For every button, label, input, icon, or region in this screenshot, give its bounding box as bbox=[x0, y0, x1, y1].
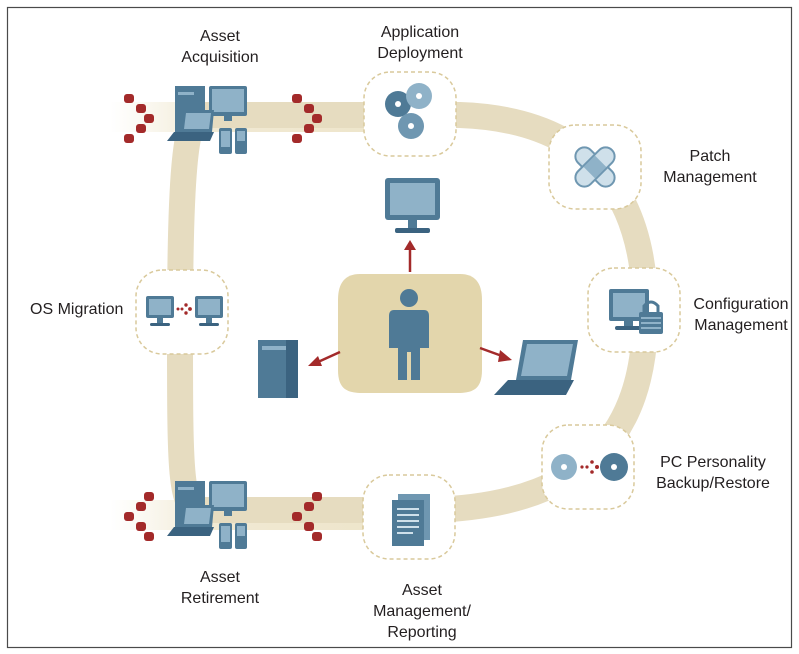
retirement-red-markers-left bbox=[124, 492, 154, 541]
node-os-migration bbox=[135, 269, 229, 355]
acquisition-red-markers-right bbox=[292, 94, 322, 143]
arrow-right bbox=[479, 346, 512, 362]
monitor-lock-icon bbox=[609, 289, 663, 334]
computers-group-icon bbox=[167, 86, 247, 154]
laptop-icon bbox=[494, 340, 578, 395]
bandage-icon bbox=[574, 146, 616, 188]
person-icon bbox=[389, 289, 429, 380]
label-patch-management: Patch Management bbox=[663, 148, 757, 186]
monitor-icon bbox=[385, 178, 440, 233]
label-os-migration: OS Migration bbox=[30, 301, 124, 318]
computers-group-icon bbox=[167, 481, 247, 549]
label-pc-personality: PC Personality Backup/Restore bbox=[656, 454, 770, 492]
tower-icon bbox=[258, 340, 298, 398]
disc-transfer-icon bbox=[551, 453, 628, 481]
discs-icon bbox=[385, 83, 432, 139]
label-asset-retirement: Asset Retirement bbox=[180, 569, 260, 607]
monitor-transfer-icon bbox=[146, 296, 223, 326]
label-asset-acquisition: Asset Acquisition bbox=[181, 28, 259, 66]
retirement-red-markers-right bbox=[292, 492, 322, 541]
document-icon bbox=[392, 494, 430, 546]
acquisition-red-markers-left bbox=[124, 94, 154, 143]
arrow-left bbox=[308, 350, 341, 366]
label-application-deployment: Application Deployment bbox=[377, 24, 463, 62]
frame-border bbox=[6, 6, 793, 649]
arrow-up bbox=[404, 240, 416, 272]
label-asset-management: Asset Management/ Reporting bbox=[373, 582, 471, 641]
label-configuration-management: Configuration Management bbox=[693, 296, 789, 334]
